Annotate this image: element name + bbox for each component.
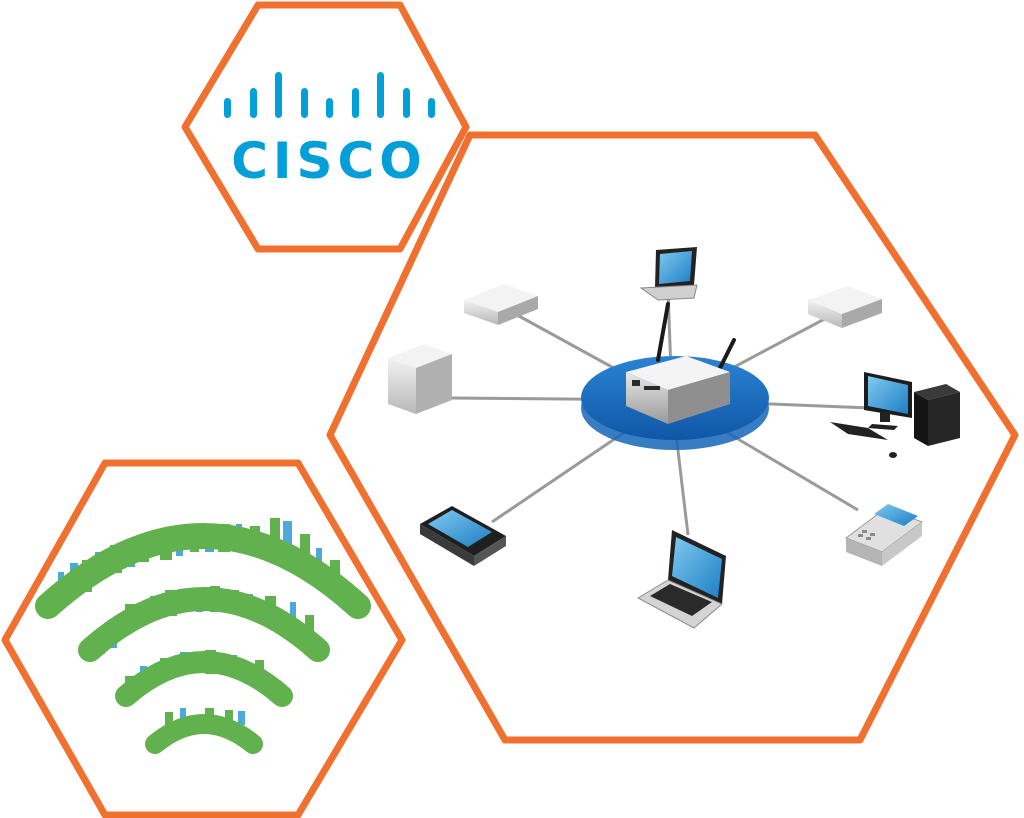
device-laptop-top: laptop-icon: [639, 247, 698, 301]
wifi-hex-frame: [1, 459, 406, 818]
wireless-router-icon: [626, 302, 736, 424]
device-laptop-bottom: laptop-icon: [636, 530, 726, 629]
cisco-wordmark: CISCO: [231, 132, 427, 190]
wifi-city-skyline-icon: [35, 518, 371, 754]
device-server-left: server-icon: [388, 344, 452, 414]
device-switch-topleft: network-switch-icon: [464, 284, 538, 325]
device-tablet-left: tablet-icon: [420, 506, 506, 566]
logo-hex-frame: [181, 1, 470, 253]
network-hub: [581, 302, 769, 450]
device-phone-right: smartphone-icon: [844, 504, 924, 566]
wifi-panel: [1, 459, 406, 818]
device-desktop-right: desktop-computer-icon: [830, 372, 960, 458]
device-switch-topright: network-switch-icon: [808, 286, 882, 328]
cisco-bridge-bars-icon: [224, 72, 435, 118]
network-panel: laptop-icon network-switch-icon network-…: [326, 131, 1019, 744]
cisco-logo-panel: CISCO: [181, 1, 470, 253]
